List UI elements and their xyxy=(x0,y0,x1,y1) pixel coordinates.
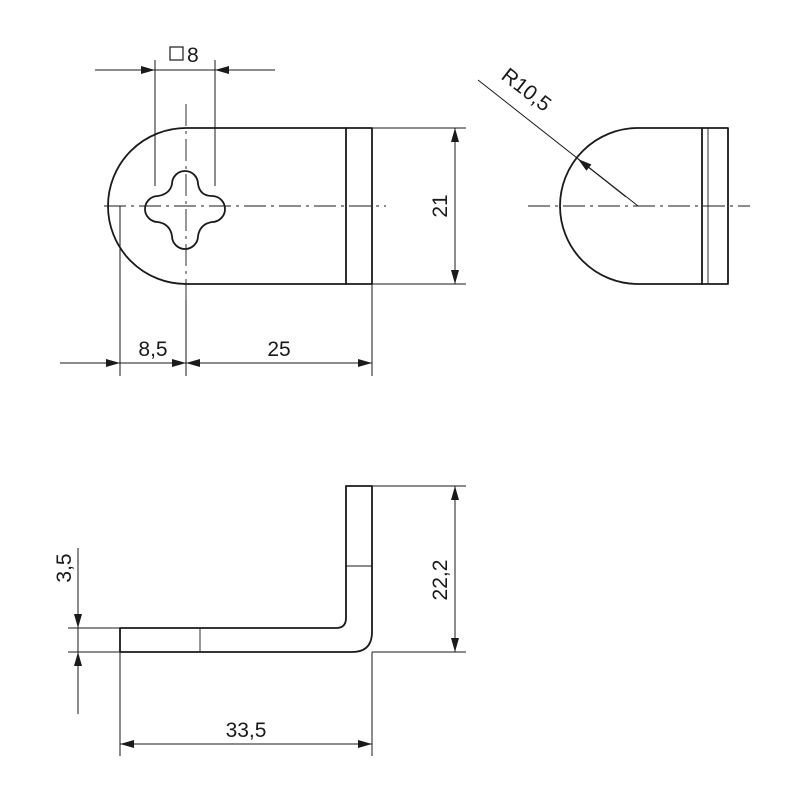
radius-dim-label: R10,5 xyxy=(497,64,555,117)
cross-hole xyxy=(144,170,226,250)
side-view: R10,5 xyxy=(477,64,750,285)
square-dim-label: 8 xyxy=(187,44,199,67)
front-view: 3,5 22,2 33,5 xyxy=(53,485,466,756)
height-dim-label: 21 xyxy=(429,194,452,217)
offset-dim-label: 8,5 xyxy=(138,338,167,361)
top-view-outline xyxy=(107,127,373,285)
thickness-dim-label: 3,5 xyxy=(53,553,76,582)
square-symbol xyxy=(169,46,184,61)
front-view-outline xyxy=(119,485,373,653)
radius-leader-arrow xyxy=(577,158,627,198)
bent-height-dim-label: 22,2 xyxy=(429,560,452,601)
side-view-outline xyxy=(559,127,729,285)
total-length-dim-label: 33,5 xyxy=(226,719,267,742)
length-dim-label: 25 xyxy=(267,338,290,361)
top-view: 8 21 8,5 25 xyxy=(60,44,466,376)
